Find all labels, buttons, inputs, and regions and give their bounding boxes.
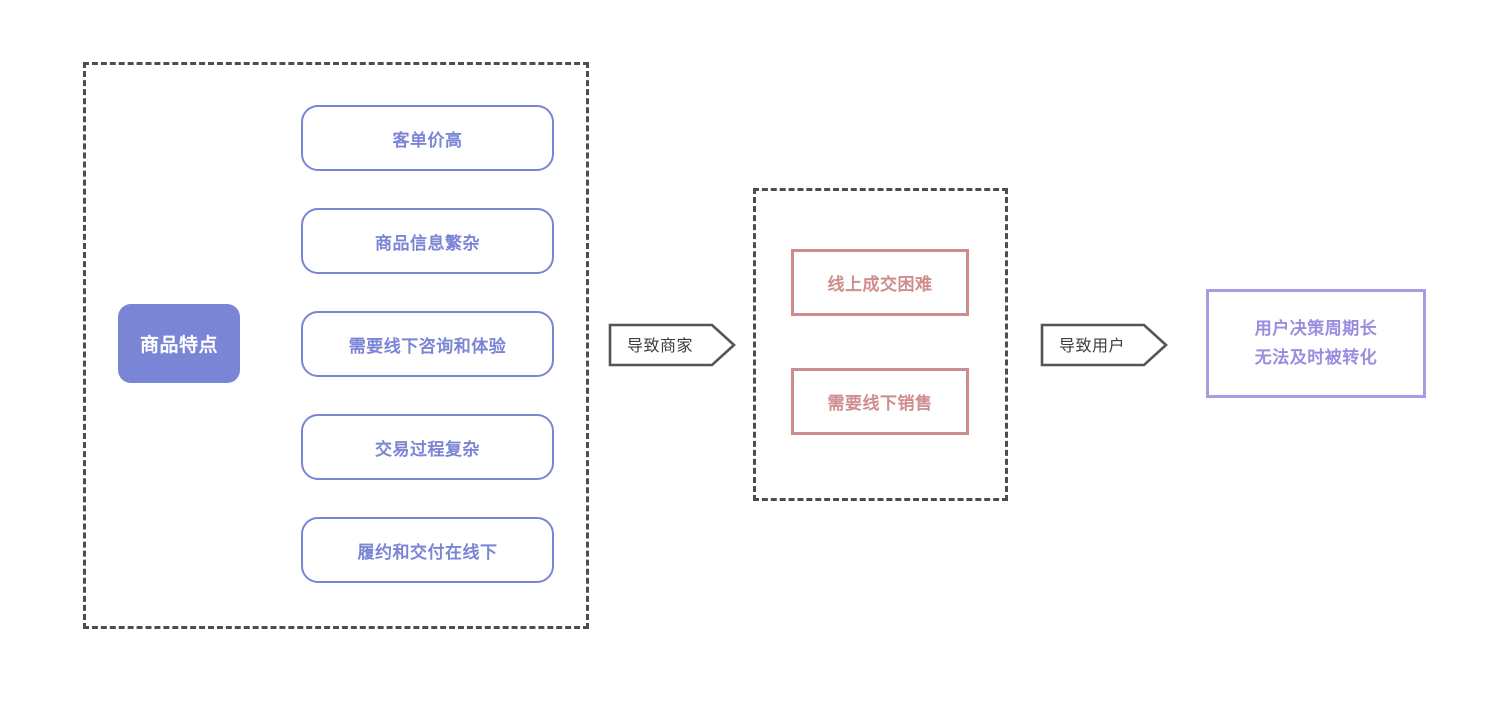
chevron-arrow-to-user-shape xyxy=(1040,323,1168,367)
group-merchant-problems xyxy=(753,188,1008,501)
problem-box-item-2: 需要线下销售 xyxy=(791,368,969,435)
feature-box-item-5: 履约和交付在线下 xyxy=(301,517,554,583)
chevron-arrow-to-merchant-text-layer: 导致商家 xyxy=(627,337,693,355)
feature-box-item-2: 商品信息繁杂 xyxy=(301,208,554,274)
feature-box-item-1: 客单价高 xyxy=(301,105,554,171)
group-product-features xyxy=(83,62,589,629)
chevron-polygon xyxy=(1040,323,1168,367)
chevron-arrow-to-merchant-label: 导致商家 xyxy=(627,337,693,355)
chevron-arrow-to-user-label: 导致用户 xyxy=(1059,337,1125,355)
group-label-product-features: 商品特点 xyxy=(118,304,240,383)
feature-box-item-4: 交易过程复杂 xyxy=(301,414,554,480)
chevron-arrow-to-merchant: 导致商家 xyxy=(608,323,736,367)
chevron-arrow-to-user-text-layer: 导致用户 xyxy=(1059,337,1125,355)
outcome-line-2: 无法及时被转化 xyxy=(1254,347,1378,367)
outcome-line-1: 用户决策周期长 xyxy=(1254,319,1378,339)
problem-box-item-1: 线上成交困难 xyxy=(791,249,969,316)
outcome-box-user: 用户决策周期长 无法及时被转化 xyxy=(1206,289,1426,398)
chevron-arrow-to-merchant-shape xyxy=(608,323,736,367)
chevron-arrow-to-user: 导致用户 xyxy=(1040,323,1168,367)
feature-box-item-3: 需要线下咨询和体验 xyxy=(301,311,554,377)
chevron-polygon xyxy=(608,323,736,367)
